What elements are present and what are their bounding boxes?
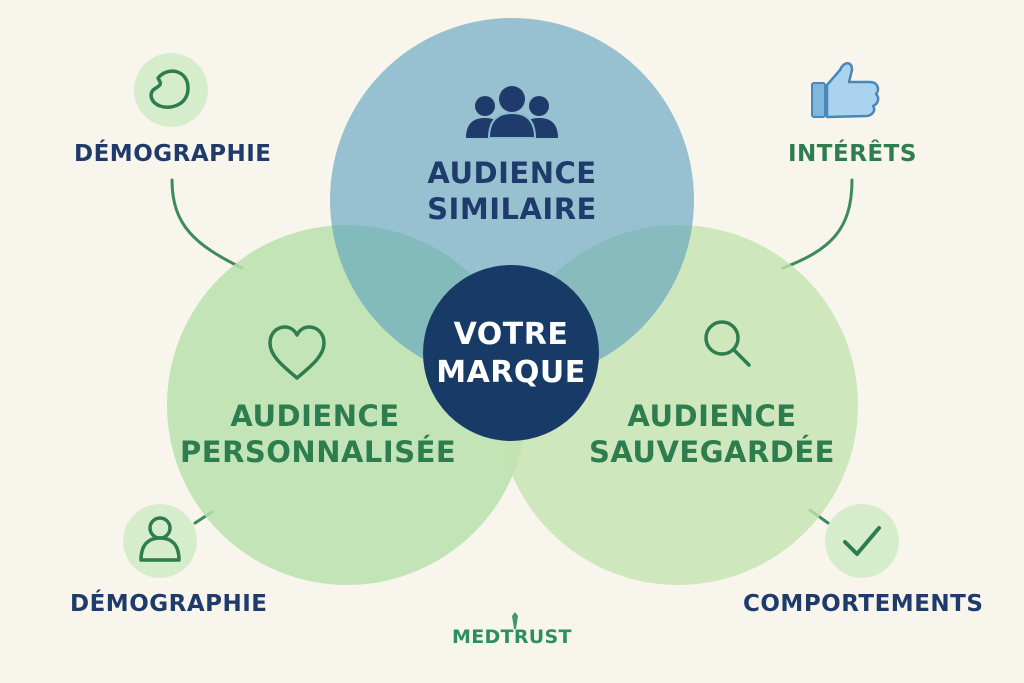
heart-icon: [268, 325, 326, 380]
custom-audience-title: AUDIENCE PERSONNALISÉE: [180, 398, 457, 470]
brand-center-line2: MARQUE: [436, 355, 586, 390]
check-icon: [843, 526, 881, 556]
person-icon: [139, 516, 181, 562]
label-behaviors: COMPORTEMENTS: [743, 591, 984, 617]
label-demographics-top: DÉMOGRAPHIE: [74, 141, 272, 167]
brand-center-title: VOTRE MARQUE: [431, 316, 591, 392]
center-brand-circle: [423, 265, 599, 441]
icon-badge-bottom-left: [123, 504, 197, 578]
similar-audience-line1: AUDIENCE: [427, 156, 597, 190]
custom-audience-line1: AUDIENCE: [230, 399, 400, 433]
saved-audience-title: AUDIENCE SAUVEGARDÉE: [580, 398, 844, 470]
brand-center-line1: VOTRE: [453, 317, 569, 352]
saved-audience-line1: AUDIENCE: [627, 399, 797, 433]
group-icon: [466, 86, 558, 139]
label-interests: INTÉRÊTS: [788, 141, 917, 167]
label-demographics-bottom: DÉMOGRAPHIE: [70, 591, 268, 617]
connector-top-right: [781, 178, 854, 270]
thumbs-up-icon: [811, 62, 880, 119]
saved-audience-line2: SAUVEGARDÉE: [588, 435, 835, 469]
icon-badge-top-left: [134, 53, 208, 127]
circle-similar-audience: [330, 18, 694, 382]
similar-audience-title: AUDIENCE SIMILAIRE: [392, 155, 632, 227]
bean-icon: [149, 69, 190, 109]
similar-audience-line2: SIMILAIRE: [427, 192, 597, 226]
custom-audience-line2: PERSONNALISÉE: [180, 435, 457, 469]
brand-logo-mark: [512, 612, 518, 629]
search-icon: [704, 320, 751, 367]
connector-top-left: [170, 178, 244, 270]
icon-badge-bottom-right: [825, 504, 899, 578]
brand-name: MEDTRUST: [452, 626, 572, 648]
